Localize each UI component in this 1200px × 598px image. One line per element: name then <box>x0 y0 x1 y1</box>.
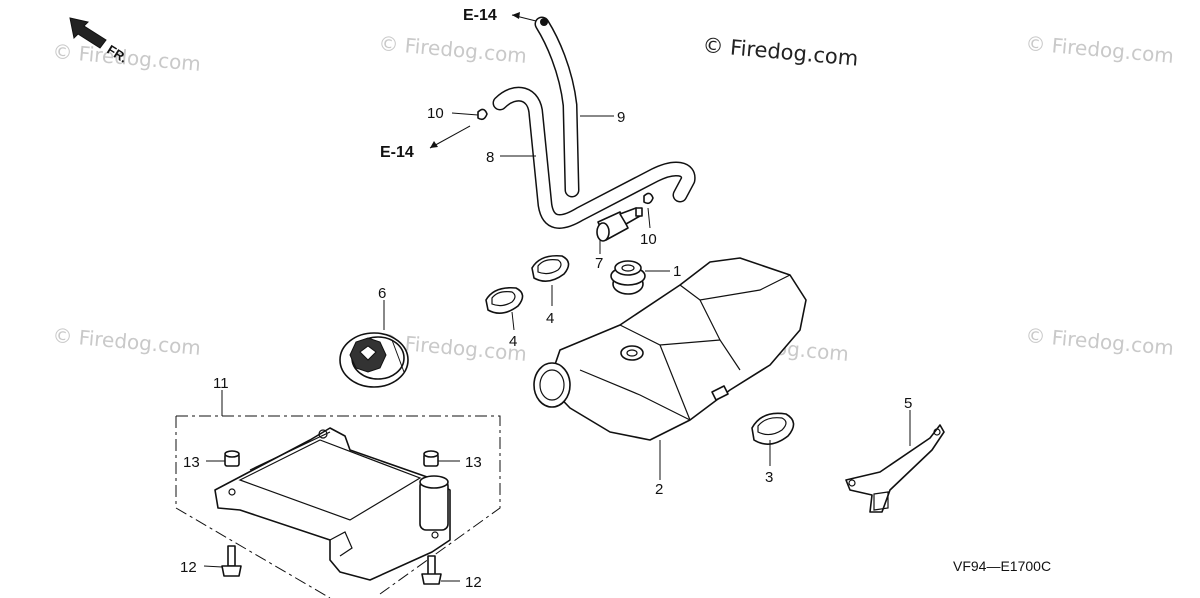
callout-3: 3 <box>765 469 773 486</box>
callout-10-upper: 10 <box>427 105 444 122</box>
callout-11: 11 <box>213 375 229 392</box>
part-10-clip-upper <box>477 108 488 121</box>
leader-lines <box>203 112 911 582</box>
callout-12-right: 12 <box>465 574 482 591</box>
callout-9: 9 <box>617 109 625 126</box>
part-10-clip-lower <box>643 192 654 205</box>
callout-2: 2 <box>655 481 663 498</box>
watermark-main: © Firedog.com <box>702 33 860 71</box>
diagram-code: VF94—E1700C <box>953 558 1051 574</box>
part-11-tank-tray <box>175 415 501 598</box>
part-4-cushion-right <box>531 254 570 282</box>
watermark-mid-right: © Firedog.com <box>1025 323 1175 360</box>
callout-6: 6 <box>378 285 386 302</box>
callouts: 10 9 8 10 7 1 4 4 6 3 2 5 11 13 13 12 12 <box>180 105 912 591</box>
part-13-nut-left <box>224 450 240 467</box>
callout-13-right: 13 <box>465 454 482 471</box>
ref-e14-top: E-14 <box>463 7 541 24</box>
part-12-bolt-left <box>221 545 242 577</box>
part-7-fuel-joint <box>596 207 643 242</box>
part-9-tube <box>534 16 580 198</box>
watermark-top-center: © Firedog.com <box>378 31 528 68</box>
callout-1: 1 <box>673 263 681 280</box>
part-8-tube <box>492 86 696 229</box>
part-5-bracket <box>845 424 945 513</box>
part-2-fuel-tank <box>533 257 807 441</box>
callout-13-left: 13 <box>183 454 200 471</box>
part-6-fuel-cap <box>339 332 409 388</box>
ref-e14-left: E-14 <box>380 125 471 161</box>
part-3-cushion <box>751 412 795 445</box>
part-1-grommet <box>610 260 646 295</box>
ref-e14-left-label: E-14 <box>380 144 414 161</box>
callout-4-right: 4 <box>546 310 554 327</box>
ref-e14-top-label: E-14 <box>463 7 497 24</box>
watermark-top-right: © Firedog.com <box>1025 31 1175 68</box>
part-12-bolt-right <box>421 555 442 585</box>
callout-7: 7 <box>595 255 603 272</box>
callout-12-left: 12 <box>180 559 197 576</box>
callout-5: 5 <box>904 395 912 412</box>
part-13-nut-right <box>423 450 439 467</box>
callout-10-lower: 10 <box>640 231 657 248</box>
callout-4-left: 4 <box>509 333 517 350</box>
callout-8: 8 <box>486 149 494 166</box>
watermark-mid-left: © Firedog.com <box>52 323 202 360</box>
part-4-cushion-left <box>485 286 524 314</box>
